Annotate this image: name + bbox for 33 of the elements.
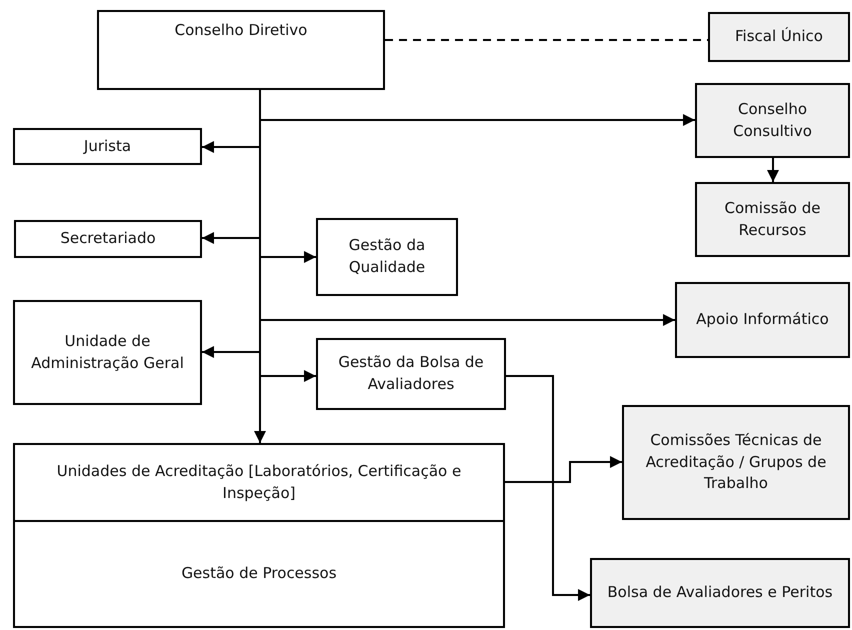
arrow — [506, 375, 590, 601]
unit-label: Jurista — [84, 136, 132, 157]
unit-label: Apoio Informático — [696, 309, 829, 330]
org-unit-box — [675, 282, 850, 358]
arrow — [254, 90, 266, 443]
org-unit-box — [97, 10, 385, 90]
org-unit-box — [13, 520, 505, 628]
arrow — [505, 456, 622, 483]
org-unit-box — [316, 218, 458, 296]
org-unit-box — [14, 220, 202, 258]
unit-label: Comissões Técnicas de Acreditação / Grupos de Trabalho — [644, 430, 828, 494]
arrow — [767, 158, 779, 182]
org-unit-box — [13, 443, 505, 522]
unit-label: Gestão de Processos — [181, 563, 337, 584]
org-unit-box — [13, 128, 202, 165]
unit-label: Unidades de Acreditação [Laboratórios, Certificação e Inspeção] — [56, 460, 462, 504]
unit-label: Bolsa de Avaliadores e Peritos — [607, 582, 833, 604]
org-unit-box — [695, 182, 850, 257]
org-unit-box — [695, 83, 850, 158]
org-unit-box — [708, 12, 850, 62]
unit-label: Fiscal Único — [735, 26, 823, 48]
unit-label: Conselho Consultivo — [732, 98, 813, 142]
unit-label: Gestão da Bolsa de Avaliadores — [337, 352, 485, 395]
org-unit-box — [316, 338, 506, 410]
unit-label: Secretariado — [60, 228, 156, 250]
org-unit-box — [590, 558, 850, 628]
unit-label: Unidade de Administração Geral — [30, 330, 185, 374]
unit-label: Comissão de Recursos — [724, 198, 822, 240]
connector-line — [385, 39, 708, 41]
org-unit-box — [622, 405, 850, 520]
org-unit-box — [13, 300, 202, 405]
unit-label: Gestão da Qualidade — [348, 235, 426, 278]
unit-label: Conselho Diretivo — [174, 20, 308, 41]
